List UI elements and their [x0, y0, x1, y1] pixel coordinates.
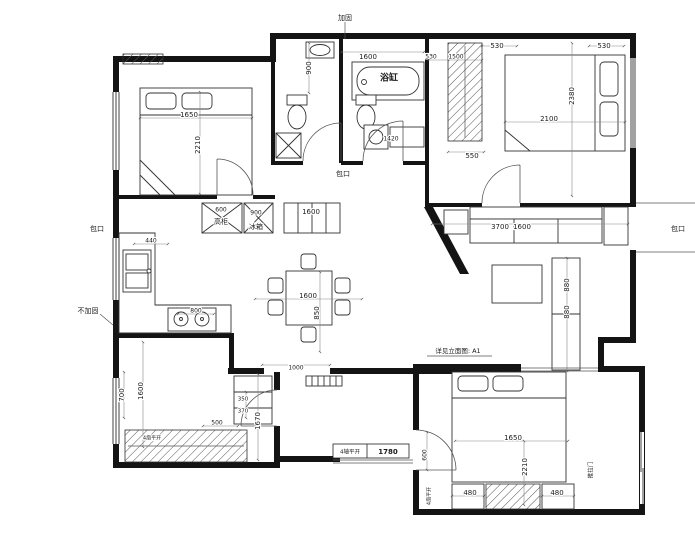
- plan-label-38: 4扇平开: [143, 435, 161, 442]
- door-size-tag: [332, 443, 413, 464]
- toilet-1: [286, 94, 308, 130]
- interior-walls: [119, 39, 630, 515]
- plan-label-19: 冰箱: [249, 222, 263, 231]
- no-reinforce-leader: [99, 313, 114, 326]
- plan-label-25: 850: [313, 306, 321, 319]
- entry-cabinet: [283, 202, 341, 234]
- plan-label-33: 1000: [288, 365, 303, 372]
- window-right-bedroom2: [630, 58, 638, 148]
- plan-label-9: 1650: [180, 111, 198, 119]
- plan-label-4: 1500: [448, 54, 463, 61]
- sliding-door-right: [640, 432, 644, 504]
- plan-label-46: 4扇平开: [426, 487, 433, 505]
- plan-label-5: 530: [490, 42, 503, 50]
- plan-label-2: 1600: [359, 53, 377, 61]
- sofa: [443, 206, 629, 246]
- plan-label-22: 不加固: [78, 306, 99, 315]
- windows: [112, 58, 644, 504]
- plan-label-0: 加固: [338, 13, 352, 22]
- dimension-lines: [122, 41, 630, 507]
- fridge: [243, 202, 274, 234]
- plan-label-48: 包口: [671, 224, 685, 233]
- plan-label-43: 2210: [521, 458, 529, 476]
- plan-label-36: 500: [211, 420, 223, 427]
- plan-label-45: 480: [550, 489, 563, 497]
- plan-label-17: 高柜: [214, 217, 228, 226]
- plan-label-39: 4轴平开: [340, 448, 360, 456]
- door-bedroom1: [216, 158, 254, 196]
- plan-label-8: 2100: [540, 115, 558, 123]
- plan-label-23: 800: [190, 308, 202, 315]
- plan-label-35: 370: [238, 409, 249, 415]
- wardrobe-bedroom3: [485, 483, 541, 510]
- coffee-table: [491, 264, 543, 304]
- plan-label-42: 1650: [504, 434, 522, 442]
- hatched-wall-top-left: [122, 53, 164, 65]
- door-bath1: [302, 122, 342, 162]
- toilet-2: [355, 94, 377, 130]
- plan-label-44: 480: [463, 489, 476, 497]
- bed-third: [451, 371, 567, 483]
- plan-label-32: 详见立面图: A1: [435, 346, 480, 355]
- plan-label-47: 推拉门: [587, 462, 595, 479]
- plan-label-27: 1600: [137, 382, 145, 400]
- plan-label-3: 530: [425, 54, 437, 61]
- plan-label-37: 1670: [254, 412, 262, 430]
- plan-label-40: 1780: [378, 448, 398, 456]
- plan-label-31: 880: [563, 305, 571, 318]
- plan-label-30: 880: [563, 278, 571, 291]
- washbasin: [305, 41, 335, 59]
- plan-label-21: 440: [145, 238, 157, 245]
- plan-label-6: 530: [597, 42, 610, 50]
- plan-label-28: 3700: [491, 223, 509, 231]
- bed-second: [504, 54, 626, 152]
- plan-label-11: 浴缸: [380, 72, 398, 84]
- plan-label-15: 包口: [90, 224, 104, 233]
- misc-lines: [99, 21, 695, 464]
- bed-master: [139, 87, 253, 196]
- plan-label-26: 700: [118, 388, 126, 401]
- tall-cabinet: [201, 202, 243, 234]
- plan-label-34: 350: [238, 397, 249, 403]
- window-left-closet-room: [112, 378, 120, 444]
- plan-label-20: 1600: [302, 208, 320, 216]
- plan-label-18: 900: [250, 210, 262, 217]
- radiator: [305, 375, 343, 387]
- plan-label-12: 1420: [383, 136, 398, 143]
- plan-label-29: 1600: [513, 223, 531, 231]
- door-bedroom2: [481, 164, 521, 204]
- plan-label-1: 900: [305, 61, 313, 74]
- furniture: [118, 41, 629, 510]
- washing-machine: [363, 124, 425, 150]
- plan-label-14: 包口: [336, 169, 350, 178]
- plan-label-7: 2380: [568, 87, 576, 105]
- kitchen-counter: [118, 232, 232, 334]
- window-left-bedroom: [112, 92, 120, 170]
- door-bedroom3: [415, 429, 457, 471]
- plan-label-13: 550: [465, 152, 478, 160]
- plan-label-10: 2210: [194, 136, 202, 154]
- annotation-labels: 加固 900 1600 530 1500 530 530 2380 2100 1650 2210 浴缸…: [76, 12, 686, 506]
- plan-label-16: 600: [215, 207, 227, 214]
- shower-tray: [275, 132, 302, 159]
- plan-label-41: 600: [422, 449, 429, 461]
- door-bath2: [362, 120, 404, 162]
- bathtub: [351, 61, 425, 101]
- plan-label-24: 1600: [299, 292, 317, 300]
